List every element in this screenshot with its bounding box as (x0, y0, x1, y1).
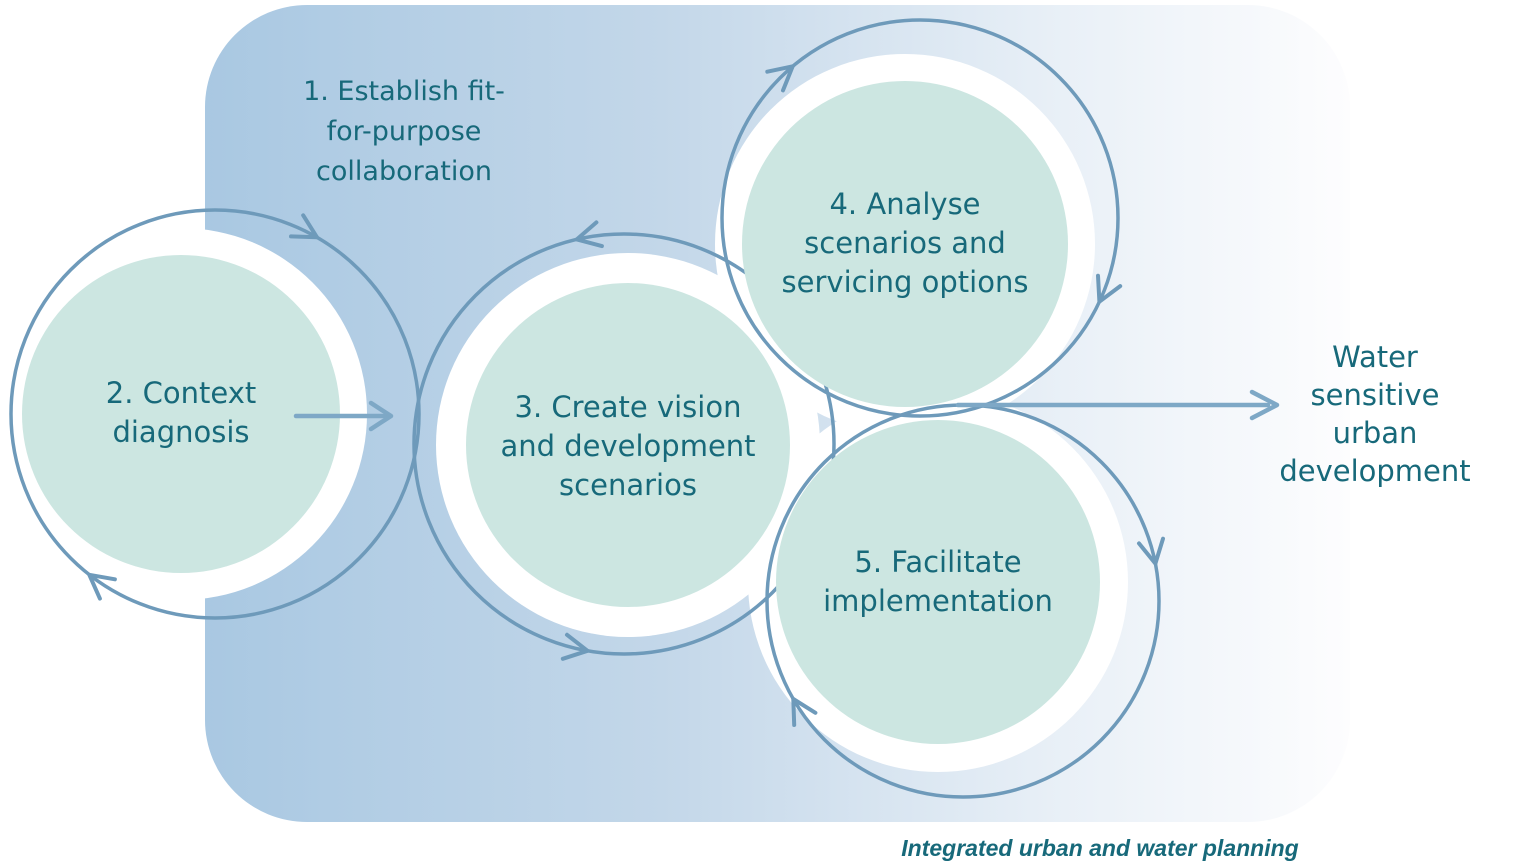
stage-2-circle (22, 255, 340, 573)
stage-3-circle (466, 283, 790, 607)
loop-arrowhead-stage4-right-icon (1096, 273, 1123, 304)
stage-1-label: 1. Establish fit- for-purpose collaborat… (303, 76, 505, 187)
loop-circle-stage-4 (720, 18, 1120, 418)
loop-circle-stage-3 (412, 232, 836, 656)
stage-4-circle (742, 81, 1068, 407)
loop-circle-stage-2 (9, 208, 421, 620)
loop-arrowhead-stage2-top-icon (289, 213, 319, 240)
arrow-stage2-to-stage3-head-icon (368, 400, 394, 432)
stage-2-label: 2. Context diagnosis (105, 376, 257, 449)
outcome-label: Water sensitive urban development (1279, 340, 1471, 488)
stage-5-label: 5. Facilitate implementation (823, 545, 1053, 618)
loop-arrowhead-stage4-top-icon (765, 64, 795, 93)
loop-arrowhead-stage3-bottom-icon (560, 632, 590, 661)
stage-5-circle (776, 420, 1100, 744)
arrow-to-outcome-head-icon (1249, 389, 1280, 421)
loop-arrowhead-stage5-bottom-icon (791, 697, 818, 727)
stage-4-label: 4. Analyse scenarios and servicing optio… (781, 187, 1029, 299)
stage-3-label: 3. Create vision and development scenari… (500, 390, 756, 502)
loop-arrowhead-stage5-right-icon (1137, 536, 1165, 566)
loop-arrowhead-stage3-top-icon (574, 220, 604, 249)
diagram-caption: Integrated urban and water planning (901, 835, 1299, 861)
loop-arrowhead-stage2-bottom-icon (87, 572, 117, 601)
